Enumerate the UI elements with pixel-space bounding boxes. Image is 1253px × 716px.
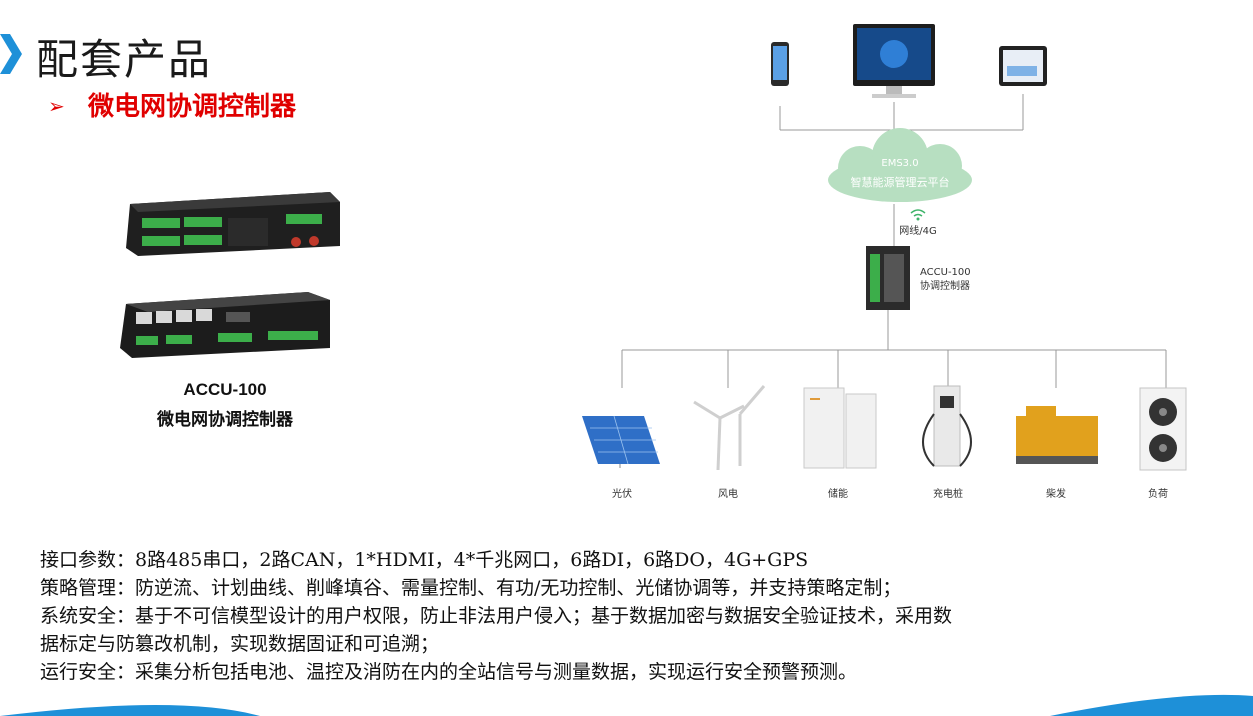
tablet-icon (999, 46, 1047, 86)
section-subtitle: 微电网协调控制器 (88, 92, 297, 122)
product-model: ACCU-100 (183, 380, 267, 399)
spec-strategy: 策略管理：防逆流、计划曲线、削峰填谷、需量控制、有功/无功控制、光储协调等，并支… (40, 577, 902, 599)
monitor-icon (853, 24, 935, 98)
controller-unit-icon (866, 246, 910, 310)
spec-text-block: 接口参数：8路485串口，2路CAN，1*HDMI，4*千兆网口，6路DI，6路… (40, 546, 1180, 686)
bullet-arrow-icon: ➢ (48, 94, 65, 118)
cloud-label-2: 智慧能源管理云平台 (851, 175, 950, 189)
device-label-storage: 储能 (828, 487, 848, 500)
wifi-icon (910, 209, 926, 217)
page-title: 配套产品 (36, 35, 213, 84)
controller-label-2: 协调控制器 (920, 279, 970, 292)
spec-operation-security: 运行安全：采集分析包括电池、温控及消防在内的全站信号与测量数据，实现运行安全预警… (40, 661, 858, 683)
phone-icon (771, 42, 789, 86)
title-chevron-icon (0, 34, 22, 74)
spec-interfaces: 接口参数：8路485串口，2路CAN，1*HDMI，4*千兆网口，6路DI，6路… (40, 549, 809, 571)
battery-storage-icon (803, 387, 877, 469)
cloud-icon (828, 128, 972, 202)
charging-pile-icon (922, 385, 972, 467)
controller-label-1: ACCU-100 (920, 267, 971, 278)
device-label-charger: 充电桩 (933, 487, 963, 500)
solar-panel-icon (582, 415, 660, 468)
network-label: 网线/4G (899, 224, 936, 237)
diesel-generator-icon (1016, 406, 1098, 464)
spec-system-security: 系统安全：基于不可信模型设计的用户权限，防止非法用户侵入；基于数据加密与数据安全… (40, 605, 953, 627)
system-architecture-diagram: EMS3.0 智慧能源管理云平台 网线/4G ACCU-100 协调控制器 (582, 24, 1187, 500)
device-label-solar: 光伏 (612, 487, 632, 500)
device-label-wind: 风电 (718, 487, 738, 500)
ac-unit-icon (1139, 387, 1187, 471)
bottom-wave-decoration (0, 694, 1253, 716)
spec-system-security-cont: 据标定与防篡改机制，实现数据固证和可追溯； (40, 633, 440, 655)
product-name: 微电网协调控制器 (157, 410, 293, 430)
device-label-generator: 柴发 (1046, 487, 1066, 500)
device-label-load: 负荷 (1148, 487, 1168, 500)
wind-turbine-icon (693, 385, 766, 471)
controller-device-image (120, 192, 340, 358)
cloud-label-1: EMS3.0 (881, 158, 918, 169)
